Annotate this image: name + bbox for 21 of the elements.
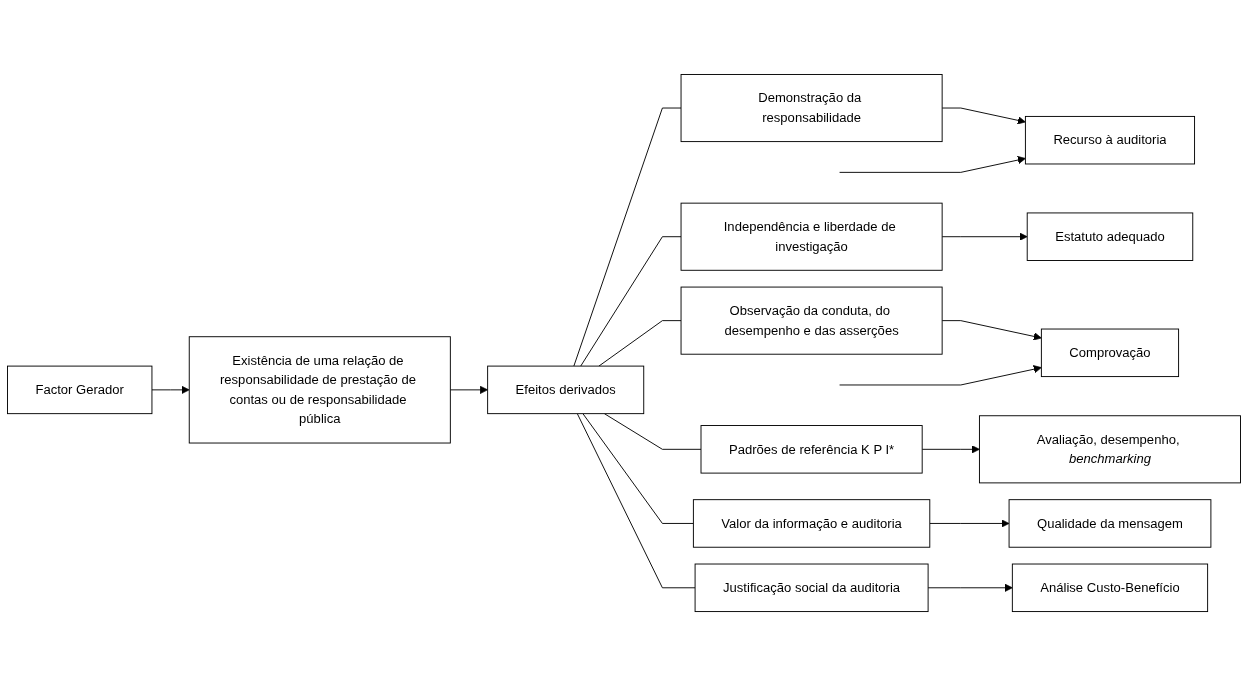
node-box: Estatuto adequado: [1026, 212, 1194, 261]
node-box: Observação da conduta, do desempenho e das asserções: [680, 286, 943, 355]
node-box: Avaliação, desempenho, benchmarking: [978, 415, 1241, 484]
node-box: Factor Gerador: [7, 365, 153, 415]
node-box: Qualidade da mensagem: [1008, 499, 1212, 548]
connector: [580, 236, 682, 367]
node-box: Análise Custo-Benefício: [1011, 563, 1209, 613]
node-box: Valor da informação e auditoria: [692, 499, 931, 548]
node-box: Independência e liberdade de investigação: [680, 202, 943, 271]
connector: [598, 320, 682, 367]
node-box: Comprovação: [1040, 328, 1180, 378]
connector: [573, 107, 682, 367]
connector: [582, 413, 694, 524]
node-box: Demonstração da responsabilidade: [680, 73, 943, 143]
node-box: Efeitos derivados: [487, 365, 645, 415]
node-box: Recurso à auditoria: [1024, 115, 1196, 165]
connector: [603, 413, 702, 450]
node-box: Padrões de referência K P I*: [700, 425, 923, 474]
connector: [576, 413, 696, 589]
node-box: Existência de uma relação de responsabilidade de prestação de contas ou de responsabilidade pública: [188, 336, 451, 444]
node-box: Justificação social da auditoria: [694, 563, 929, 613]
